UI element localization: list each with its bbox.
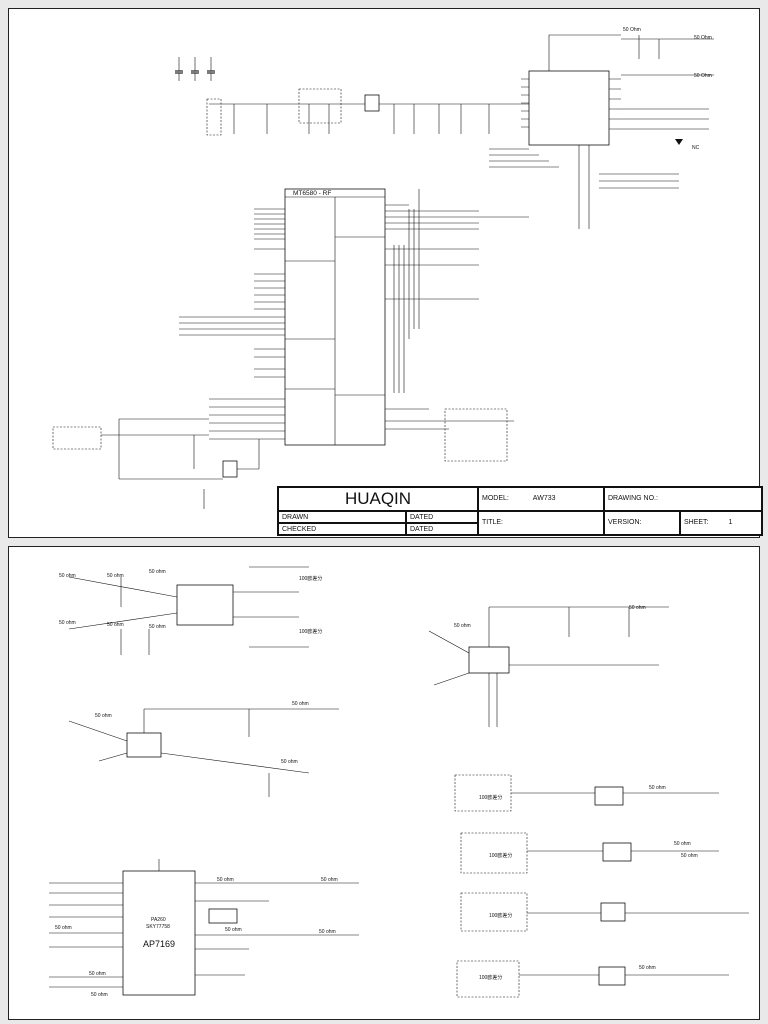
dashed-region-antenna	[206, 98, 222, 136]
pa-chip	[122, 870, 196, 996]
ohm-label-s2-7: 50 ohm	[454, 623, 471, 629]
ohm-label-s2-8: 50 ohm	[629, 605, 646, 611]
ohm-label-s2-3: 50 ohm	[149, 569, 166, 575]
rf-switch-component	[364, 94, 380, 112]
ohm-label-s2-17: 50 ohm	[321, 877, 338, 883]
pa-chip-line2: SKY77758	[146, 924, 170, 930]
nc-label: NC	[692, 145, 700, 151]
lna-left-wiring	[68, 708, 339, 797]
control-bus-lines	[489, 145, 679, 229]
dashed-region-crystal	[52, 426, 102, 450]
title-block: HUAQIN MODEL: AW733 DRAWING NO.: DRAWN D…	[277, 486, 763, 536]
impedance-label-a: 50 Ohm	[623, 27, 641, 33]
sheet2-schematic: 50 ohm 50 ohm 50 ohm 50 ohm 50 ohm 50 oh…	[49, 566, 749, 998]
shunt-components-top	[233, 104, 490, 134]
diff-label-1: 100欧差分	[299, 575, 322, 582]
ohm-label-s2-19: 50 ohm	[319, 929, 336, 935]
mt6580-section-dividers	[285, 236, 385, 396]
ohm-label-s2-18: 50 ohm	[225, 927, 242, 933]
ohm-label-s2-16: 50 ohm	[217, 877, 234, 883]
ohm-label-s2-21: 50 ohm	[89, 971, 106, 977]
impedance-label-c: 50 Ohm	[694, 73, 712, 79]
diode-symbol	[675, 139, 683, 145]
schematic-sheet-2: 50 ohm 50 ohm 50 ohm 50 ohm 50 ohm 50 oh…	[8, 546, 760, 1020]
ohm-label-s2-22: 50 ohm	[91, 992, 108, 998]
sheet1-schematic: 50 Ohm 50 Ohm 50 Ohm NC	[52, 27, 714, 509]
rf-outputs-right	[621, 108, 709, 130]
ohm-label-s2-5: 50 ohm	[107, 622, 124, 628]
dated-label-1: DATED	[406, 511, 478, 523]
model-label: MODEL:	[482, 495, 509, 502]
diff-label-2: 100欧差分	[299, 628, 322, 635]
dated-label-2: DATED	[406, 523, 478, 535]
model-value: AW733	[532, 495, 556, 502]
ohm-label-s2-4: 50 ohm	[59, 620, 76, 626]
diff-label-6: 100欧差分	[479, 974, 502, 981]
ohm-label-s2-2: 50 ohm	[107, 573, 124, 579]
version-label: VERSION:	[604, 511, 680, 535]
pa-chip-line1: PA260	[151, 917, 166, 923]
ohm-label-s2-20: 50 ohm	[55, 925, 72, 931]
diff-label-3: 100欧差分	[479, 794, 502, 801]
lna-right-wiring	[428, 606, 669, 727]
bottom-left-wiring	[101, 418, 514, 509]
ohm-label-s2-9: 50 ohm	[95, 713, 112, 719]
schematic-sheet-1: 50 Ohm 50 Ohm 50 Ohm NC	[8, 8, 763, 538]
mt6580-chip-title: MT6580 - RF	[293, 190, 331, 197]
rf-transceiver-chip	[528, 70, 610, 146]
rx-switch-chip	[176, 584, 234, 626]
ohm-label-s2-15: 50 ohm	[639, 965, 656, 971]
dashed-region-matching	[298, 88, 342, 124]
crystal-oscillator	[222, 460, 238, 478]
ohm-label-s2-1: 50 ohm	[59, 573, 76, 579]
checked-label: CHECKED	[278, 523, 406, 535]
mt6580-left-pins	[179, 208, 285, 440]
decoupling-capacitors-top-left	[175, 57, 215, 81]
lna-chip-right	[468, 646, 510, 674]
lna-chip-left	[126, 732, 162, 758]
sheet-label: SHEET:	[684, 519, 709, 526]
rx-switch-wiring	[68, 566, 309, 655]
ohm-label-s2-10: 50 ohm	[292, 701, 309, 707]
company-name: HUAQIN	[278, 487, 478, 511]
mt6580-right-pins	[385, 204, 529, 430]
sheet-cell: SHEET: 1	[680, 511, 762, 535]
diff-label-4: 100欧差分	[489, 852, 512, 859]
title-label: TITLE:	[478, 511, 604, 535]
model-cell: MODEL: AW733	[478, 487, 604, 511]
drawing-no-label: DRAWING NO.:	[604, 487, 762, 511]
ohm-label-s2-11: 50 ohm	[281, 759, 298, 765]
ohm-label-s2-13: 50 ohm	[674, 841, 691, 847]
diff-label-5: 100欧差分	[489, 912, 512, 919]
drawn-label: DRAWN	[278, 511, 406, 523]
ohm-label-s2-14: 50 ohm	[681, 853, 698, 859]
ohm-label-s2-6: 50 ohm	[149, 624, 166, 630]
ohm-label-s2-12: 50 ohm	[649, 785, 666, 791]
impedance-label-b: 50 Ohm	[694, 35, 712, 41]
sheet-value: 1	[728, 519, 733, 526]
pa-chip-wiring	[49, 859, 359, 988]
diff-filter-rows	[454, 774, 749, 998]
pa-chip-name: AP7169	[143, 939, 175, 949]
mt6580-right-bus	[393, 189, 420, 393]
dashed-region-output	[444, 408, 508, 462]
antenna-feeds-top-right	[548, 34, 714, 76]
rf-chip-pins	[521, 78, 621, 130]
